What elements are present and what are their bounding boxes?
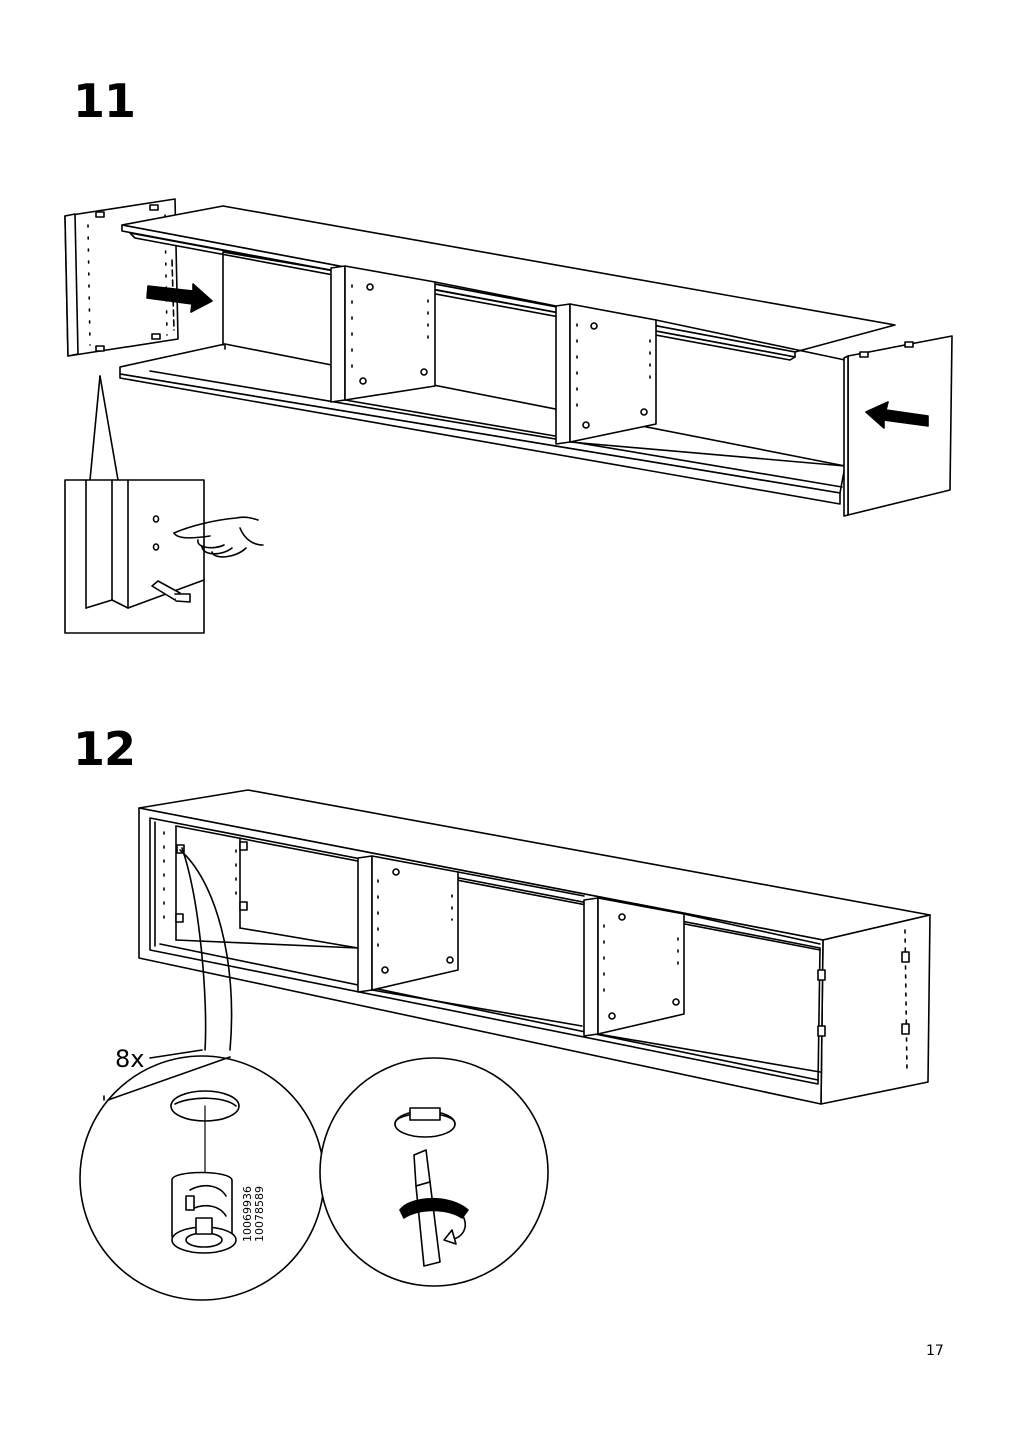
hand-pointing-icon	[173, 516, 264, 558]
divider-panel	[555, 303, 846, 467]
step-11-illustration	[0, 0, 1012, 700]
compartment-left	[163, 831, 359, 949]
rotate-clockwise-icon	[399, 1197, 469, 1245]
cam-lock-fitting-icon	[171, 1171, 237, 1254]
part-numbers: 10069936 10078589	[241, 1186, 266, 1242]
detail-circle-cam-lock	[79, 1049, 325, 1301]
cabinet-shell	[138, 789, 931, 1105]
divider-panel	[330, 265, 556, 437]
arrow-right-icon	[146, 283, 213, 313]
right-side-panel	[843, 335, 953, 517]
step-number-11: 11	[73, 74, 136, 128]
divider-panel	[583, 897, 821, 1073]
step-number-12: 12	[73, 722, 136, 776]
cam-lock-fitting-icon	[394, 1107, 456, 1138]
part-number: 10078589	[253, 1186, 266, 1242]
detail-callout	[64, 375, 205, 634]
page-number: 17	[926, 1343, 944, 1359]
quantity-label: 8x	[115, 1045, 145, 1073]
divider-panel	[357, 855, 583, 1027]
arrow-left-icon	[865, 401, 929, 429]
detail-circle-screwdriver	[319, 1057, 549, 1287]
bottom-panel	[119, 343, 846, 505]
